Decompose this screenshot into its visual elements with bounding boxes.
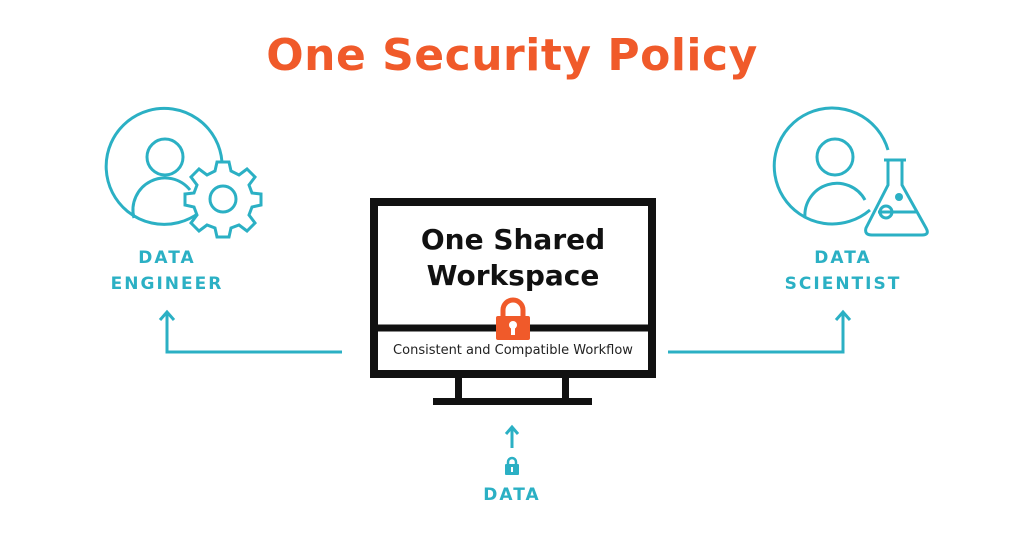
role-line: DATA	[814, 248, 872, 268]
data-engineer-label: DATA ENGINEER	[87, 245, 247, 297]
arrow-up-icon	[504, 424, 520, 448]
role-line: ENGINEER	[110, 274, 224, 294]
role-line: SCIENTIST	[784, 274, 902, 294]
role-line: DATA	[138, 248, 196, 268]
arrow-to-scientist	[668, 309, 852, 354]
page-title: One Security Policy	[266, 30, 758, 81]
user-gear-icon	[104, 106, 263, 239]
arrow-to-engineer	[158, 309, 342, 354]
data-scientist-label: DATA SCIENTIST	[763, 245, 923, 297]
data-label: DATA	[483, 485, 541, 505]
workflow-label: Consistent and Compatible Workflow	[393, 343, 633, 358]
lock-icon	[496, 297, 530, 340]
user-flask-icon	[772, 106, 929, 237]
data-lock-icon	[505, 456, 519, 475]
monitor-icon	[370, 198, 656, 405]
workspace-title: One Shared Workspace	[420, 223, 606, 292]
